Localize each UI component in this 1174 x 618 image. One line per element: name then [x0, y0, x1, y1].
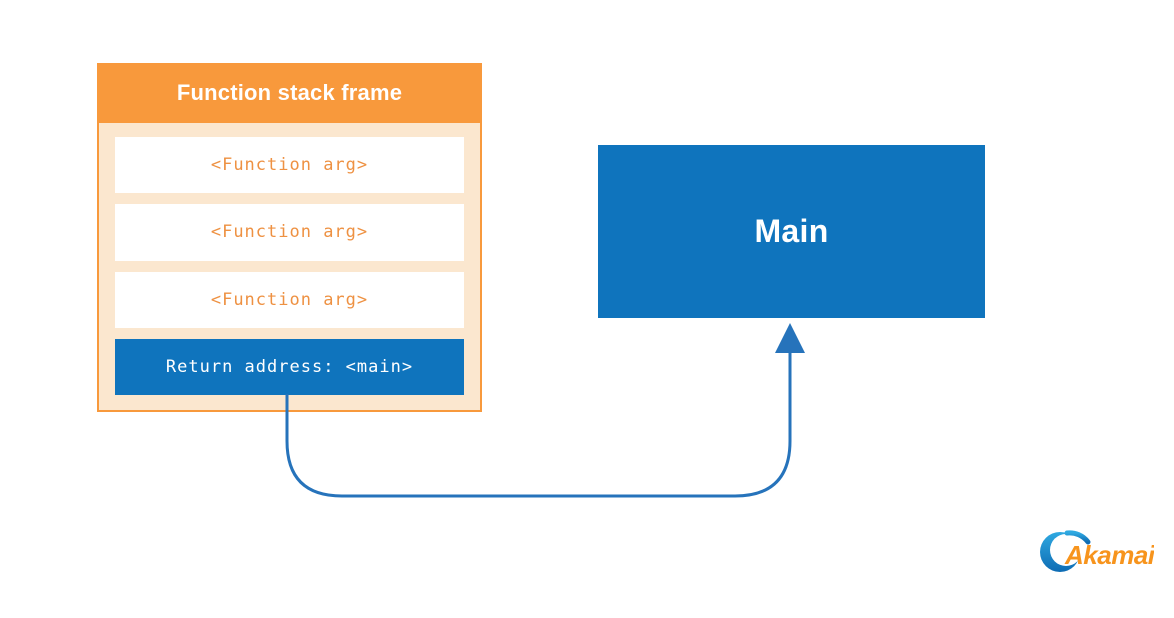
- stack-row-function-arg-2: <Function arg>: [115, 204, 464, 261]
- stack-row-function-arg-3: <Function arg>: [115, 271, 464, 328]
- function-stack-frame: Function stack frame <Function arg> <Fun…: [97, 63, 482, 412]
- akamai-swoosh-icon: [1040, 530, 1091, 572]
- akamai-logo-text: Akamai: [1064, 540, 1154, 570]
- akamai-logo-graphic: Akamai: [1040, 530, 1154, 572]
- stack-frame-body: <Function arg> <Function arg> <Function …: [97, 123, 482, 412]
- stack-frame-title: Function stack frame: [97, 63, 482, 123]
- akamai-logo: Akamai: [1036, 525, 1154, 577]
- stack-row-function-arg-1: <Function arg>: [115, 137, 464, 194]
- stack-row-return-address: Return address: <main>: [115, 338, 464, 395]
- arrow-head-icon: [775, 323, 805, 353]
- main-box: Main: [598, 145, 985, 318]
